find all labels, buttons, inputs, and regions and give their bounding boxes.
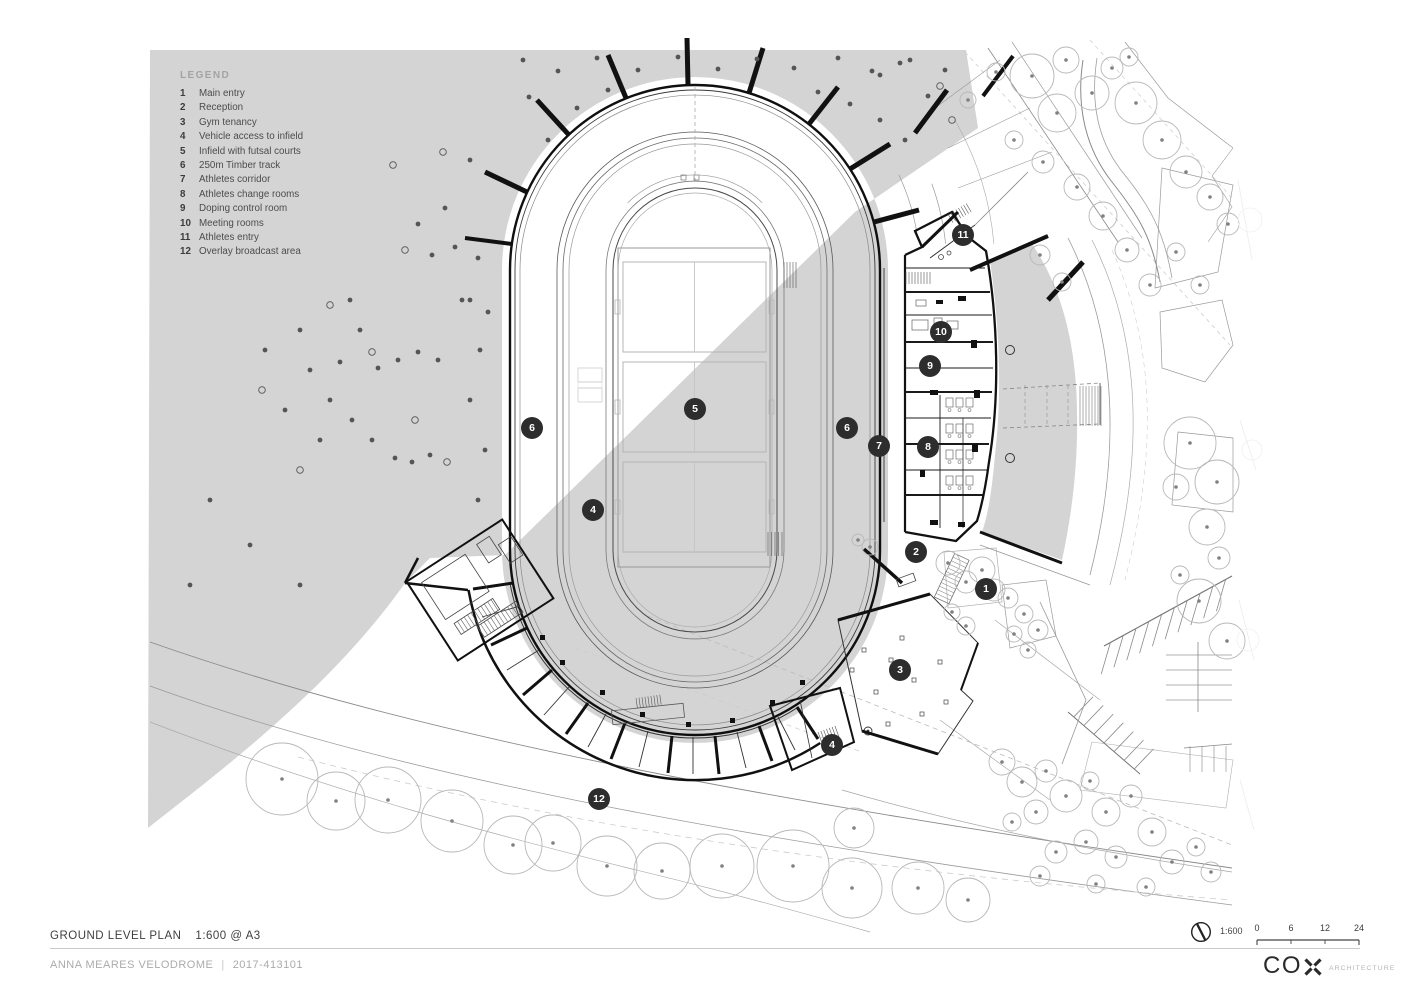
- legend-item: 11 Athletes entry: [180, 231, 303, 245]
- faint-right-edge: [1236, 179, 1263, 831]
- legend-item-label: Athletes change rooms: [199, 188, 300, 200]
- trees: [245, 46, 1246, 923]
- scale-ratio-label: 1:600: [1220, 926, 1243, 936]
- landscape-mound: [148, 50, 1078, 828]
- plan-marker-11: 11: [952, 224, 974, 246]
- legend-item-number: 1: [180, 88, 186, 99]
- plan-marker-4: 4: [821, 734, 843, 756]
- parking: [1039, 575, 1233, 775]
- scale-tick-label: 6: [1288, 923, 1294, 933]
- legend-item-number: 8: [180, 188, 186, 200]
- drawing-title-text: GROUND LEVEL PLAN: [50, 930, 182, 942]
- plan-marker-9: 9: [919, 355, 941, 377]
- plan-marker-5: 5: [684, 398, 706, 420]
- legend-item: 10 Meeting rooms: [180, 217, 303, 231]
- plan-marker-2: 2: [905, 541, 927, 563]
- legend-item-label: Doping control room: [199, 203, 288, 215]
- south-wing: [403, 518, 873, 782]
- legend-item: 2 Reception: [180, 101, 303, 115]
- legend-item-number: 11: [180, 232, 191, 244]
- legend-item-label: Gym tenancy: [199, 116, 257, 128]
- scale-tick-label: 0: [1254, 923, 1260, 933]
- footer-divider: [50, 948, 1360, 949]
- legend-item: 4 Vehicle access to infield: [180, 130, 303, 144]
- legend-item-label: Infield with futsal courts: [199, 145, 301, 157]
- scale-tick-label: 12: [1319, 923, 1331, 933]
- project-name: ANNA MEARES VELODROME: [50, 959, 214, 971]
- plan-marker-6: 6: [521, 417, 543, 439]
- legend-item-number: 3: [180, 116, 186, 128]
- drawing-scale-note: 1:600 @ A3: [195, 930, 261, 942]
- legend-item-number: 5: [180, 145, 186, 157]
- legend-item-label: Athletes corridor: [199, 174, 271, 186]
- plan-marker-1: 1: [975, 578, 997, 600]
- legend-title: LEGEND: [180, 70, 231, 81]
- legend-item-number: 7: [180, 174, 186, 186]
- legend-item: 5 Infield with futsal courts: [180, 145, 303, 159]
- legend-item-label: Reception: [199, 102, 244, 114]
- velodrome-track: [508, 83, 882, 737]
- legend-item-label: Vehicle access to infield: [199, 131, 304, 143]
- plan-marker-10: 10: [930, 321, 952, 343]
- legend-item-number: 2: [180, 102, 186, 114]
- legend-item-label: 250m Timber track: [199, 160, 281, 172]
- legend-item: 8 Athletes change rooms: [180, 188, 303, 202]
- infield-courts: [577, 87, 797, 568]
- scale-bar: [1256, 939, 1360, 945]
- entry-ramp-hatch: [933, 553, 970, 605]
- cox-x-icon: [1304, 958, 1322, 976]
- legend-item-label: Meeting rooms: [199, 217, 264, 229]
- legend-item-number: 10: [180, 217, 191, 229]
- legend-item: 9 Doping control room: [180, 202, 303, 216]
- plan-marker-8: 8: [917, 436, 939, 458]
- legend-item: 3 Gym tenancy: [180, 116, 303, 130]
- legend-item: 12 Overlay broadcast area: [180, 245, 303, 259]
- drawing-title: GROUND LEVEL PLAN 1:600 @ A3: [50, 930, 261, 942]
- east-crescent-details: [979, 345, 1102, 565]
- legend-item-label: Athletes entry: [199, 232, 259, 244]
- legend-item-label: Main entry: [199, 88, 245, 99]
- subtitle-separator: |: [221, 959, 225, 971]
- plan-marker-4: 4: [582, 499, 604, 521]
- project-subtitle: ANNA MEARES VELODROME | 2017-413101: [50, 959, 303, 971]
- roof-struts: [464, 37, 1085, 302]
- legend-item-label: Overlay broadcast area: [199, 246, 301, 258]
- plan-marker-7: 7: [868, 435, 890, 457]
- plan-marker-6: 6: [836, 417, 858, 439]
- cox-logo: CO ARCHITECTURE: [1263, 953, 1395, 979]
- legend-list: 1 Main entry 2 Reception 3 Gym tenancy 4 Vehicl…: [180, 87, 303, 260]
- cox-logo-text: CO: [1263, 952, 1302, 979]
- plan-marker-3: 3: [889, 659, 911, 681]
- plan-marker-12: 12: [588, 788, 610, 810]
- legend-item-number: 12: [180, 246, 191, 258]
- document-number: 2017-413101: [232, 959, 304, 971]
- legend: LEGEND 1 Main entry 2 Reception 3 Gym tenancy…: [180, 70, 303, 260]
- legend-item: 6 250m Timber track: [180, 159, 303, 173]
- planting-dots: [187, 54, 956, 588]
- legend-item-number: 4: [180, 131, 186, 143]
- scale-tick-label: 24: [1353, 923, 1365, 933]
- northeast-paths: [898, 39, 1234, 809]
- legend-item: 7 Athletes corridor: [180, 173, 303, 187]
- legend-item-number: 9: [180, 203, 186, 215]
- legend-item: 1 Main entry: [180, 87, 303, 101]
- cox-architecture-label: ARCHITECTURE: [1329, 965, 1396, 972]
- north-arrow-icon: [1190, 921, 1212, 943]
- legend-item-number: 6: [180, 160, 186, 172]
- plant-room-block: [405, 518, 555, 662]
